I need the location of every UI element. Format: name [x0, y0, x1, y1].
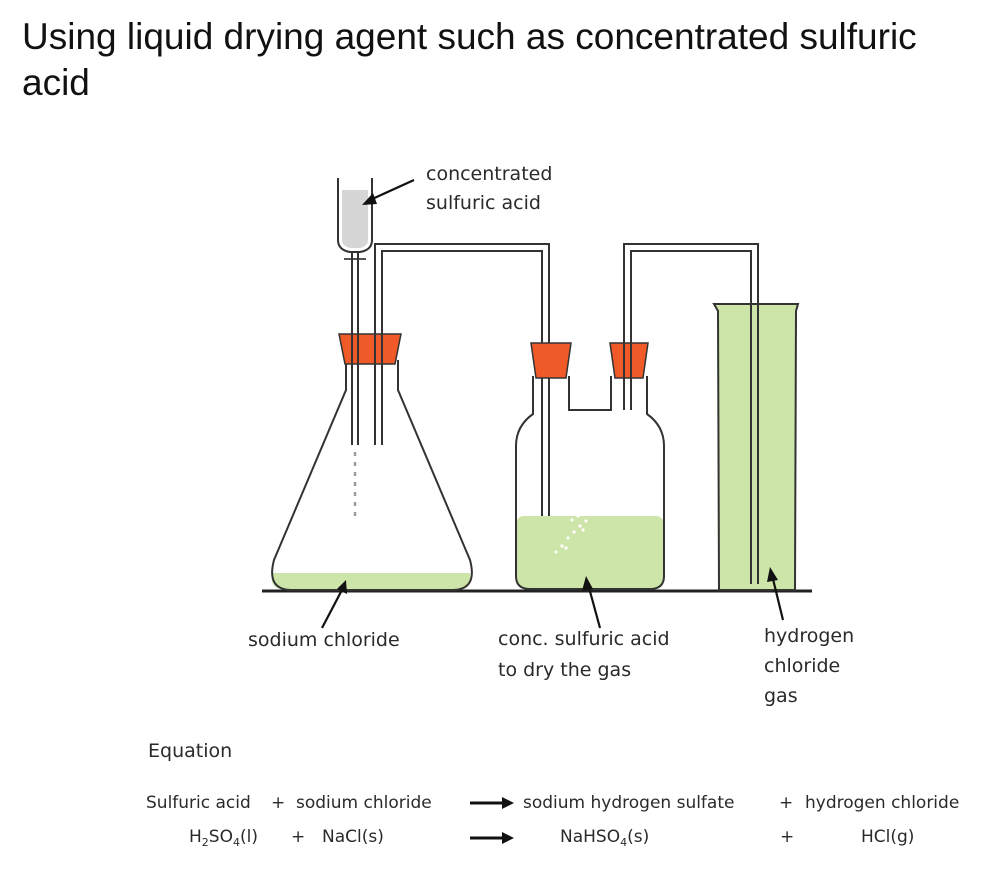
funnel-acid — [342, 190, 368, 248]
label-drying-agent-line2: to dry the gas — [498, 659, 631, 681]
gas-jar-body — [712, 303, 800, 591]
delivery-tube-1 — [374, 243, 550, 548]
word-plus-2: + — [779, 793, 793, 813]
gas-jar — [712, 303, 800, 591]
flask-body — [271, 360, 473, 591]
symbol-arrow — [470, 832, 514, 844]
word-reactant-2: sodium chloride — [296, 793, 432, 813]
flask-stopper — [338, 333, 402, 365]
symbol-plus-2: + — [780, 827, 794, 847]
label-concentrated: concentrated — [426, 163, 552, 185]
label-chloride: chloride — [764, 655, 840, 677]
word-product-2: hydrogen chloride — [805, 793, 959, 813]
drying-bottle — [515, 342, 665, 590]
symbol-product-2: HCl(g) — [861, 827, 914, 847]
word-plus-1: + — [271, 793, 285, 813]
tap-funnel — [337, 178, 373, 518]
bottle-stopper-right — [609, 342, 649, 379]
slide-title: Using liquid drying agent such as concen… — [22, 16, 917, 103]
label-hydrogen: hydrogen — [764, 625, 854, 647]
word-reactant-1: Sulfuric acid — [146, 793, 251, 813]
equation-heading: Equation — [148, 740, 232, 762]
funnel-body — [337, 178, 373, 253]
label-sodium-chloride: sodium chloride — [248, 629, 400, 651]
label-drying-agent-line1: conc. sulfuric acid — [498, 628, 670, 650]
flask-salt-layer — [271, 573, 471, 589]
gas-bubbles — [554, 514, 588, 554]
label-arrows — [321, 178, 785, 629]
label-gas: gas — [764, 685, 798, 707]
drying-bottle-liquid — [516, 516, 664, 588]
word-product-1: sodium hydrogen sulfate — [523, 793, 734, 813]
symbol-reactant-2: NaCl(s) — [322, 827, 384, 847]
label-sulfuric-acid: sulfuric acid — [426, 192, 541, 214]
symbol-product-1: NaHSO4(s) — [560, 827, 649, 849]
bottle-stopper-left — [530, 342, 572, 379]
symbol-plus-1: + — [291, 827, 305, 847]
word-arrow — [470, 797, 514, 809]
conical-flask — [271, 333, 473, 591]
symbol-reactant-1: H2SO4(l) — [189, 827, 258, 849]
